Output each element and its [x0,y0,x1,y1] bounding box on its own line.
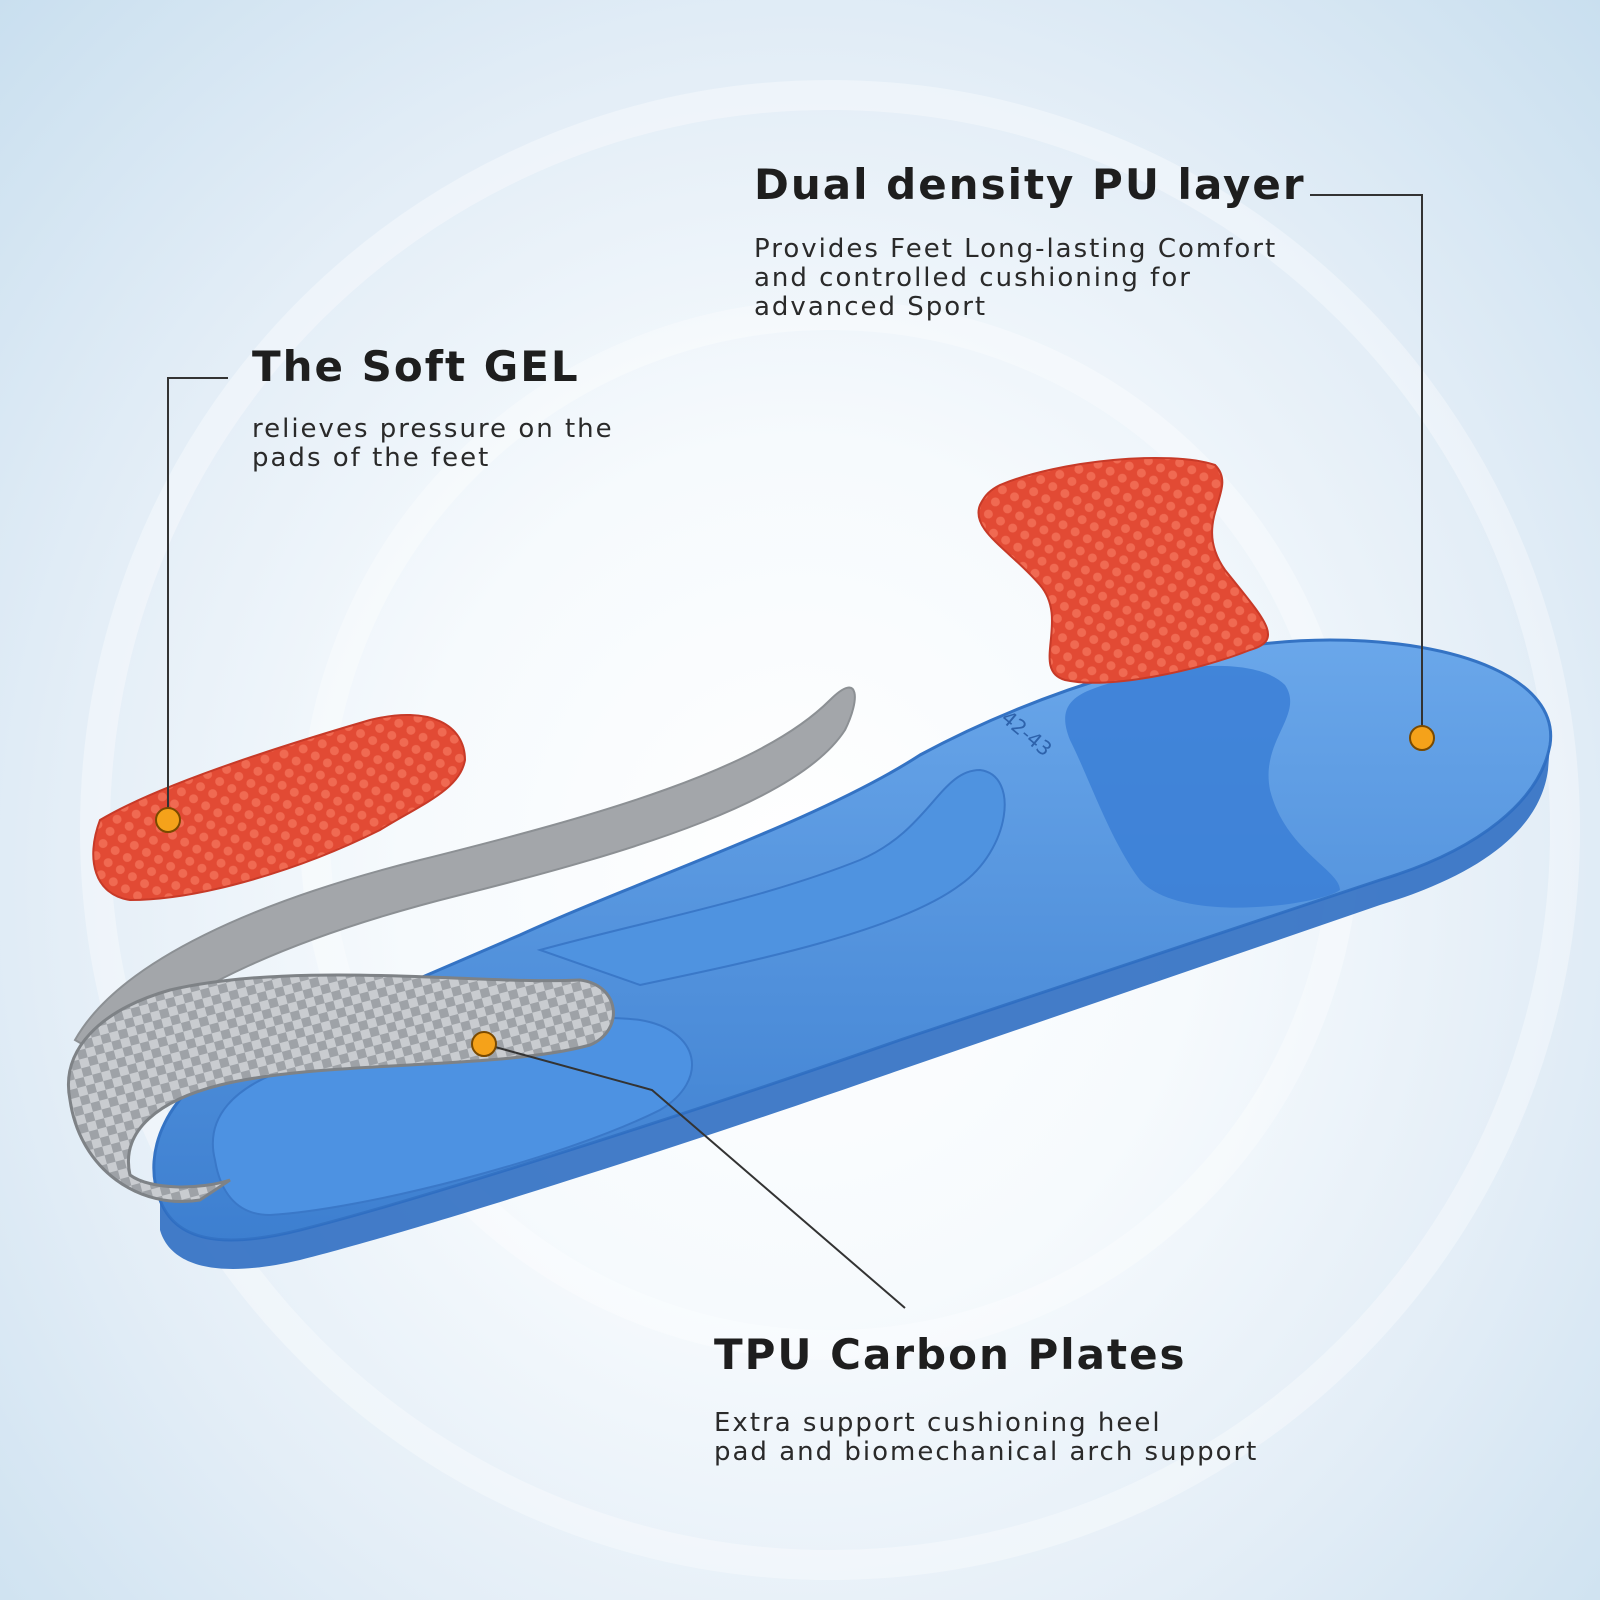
forefoot-pad [1065,665,1340,908]
callout-title: Dual density PU layer [754,160,1306,209]
marker-tpu-plates [471,1031,497,1057]
soft-gel-forefoot-pad [977,456,1269,684]
callout-title: TPU Carbon Plates [714,1330,1187,1379]
arch-channel [536,768,1006,987]
callout-description: Extra support cushioning heel pad and bi… [714,1408,1259,1467]
callout-tpu-plates: TPU Carbon Plates Extra support cushioni… [714,1330,1434,1467]
callout-pu-layer: Dual density PU layer Provides Feet Long… [754,160,1394,322]
marker-pu-layer [1409,725,1435,751]
marker-soft-gel [155,807,181,833]
leader-line-pu-layer [1310,194,1423,738]
leader-line-tpu-plates [483,1043,906,1309]
callout-title: The Soft GEL [252,342,580,391]
tpu-carbon-heel-cup [67,973,615,1203]
leader-line-soft-gel [167,377,228,820]
callout-soft-gel: The Soft GEL relieves pressure on the pa… [252,342,712,473]
callout-description: relieves pressure on the pads of the fee… [252,414,614,473]
arch-support-strip [73,686,856,1062]
callout-description: Provides Feet Long-lasting Comfort and c… [754,234,1278,322]
soft-gel-heel-pad [92,714,467,902]
